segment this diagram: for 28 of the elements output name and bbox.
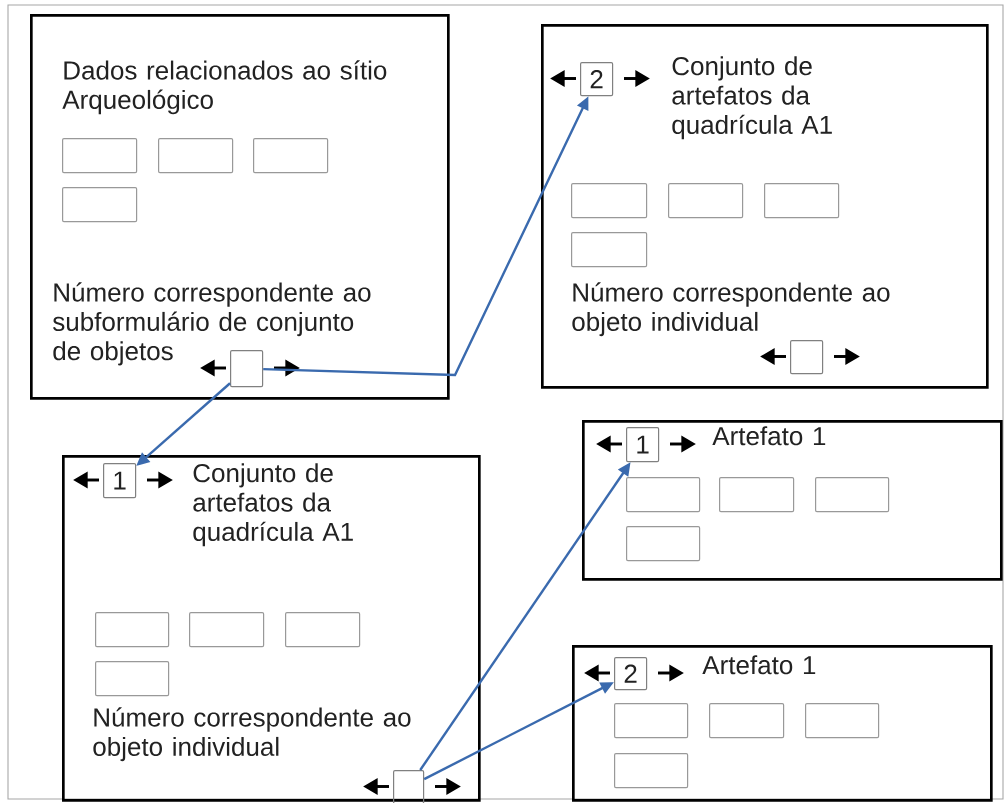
form-panel: Dados relacionados ao sítio Arqueológico Número correspondente ao subformulário de conjunto de objetos [30, 14, 450, 400]
input-field [668, 183, 744, 219]
input-field [189, 612, 265, 648]
input-field [285, 612, 361, 648]
input-field [614, 753, 689, 789]
input-field [571, 183, 648, 219]
input-field [62, 187, 138, 223]
input-field [626, 477, 701, 513]
input-field [805, 703, 880, 739]
input-field [62, 138, 138, 174]
number-box [393, 770, 425, 803]
input-field [571, 232, 648, 268]
input-field [764, 183, 840, 219]
number-box: 2 [580, 62, 614, 97]
number-box [790, 340, 824, 375]
number-box [230, 350, 264, 388]
input-field [626, 526, 701, 562]
input-field [709, 703, 785, 739]
input-field [95, 661, 170, 697]
number-box: 1 [626, 427, 660, 463]
input-field [719, 477, 795, 513]
input-field [253, 138, 329, 174]
number-box: 2 [614, 657, 648, 691]
input-field [614, 703, 689, 739]
input-field [158, 138, 234, 174]
number-box: 1 [103, 463, 137, 499]
input-field [815, 477, 890, 513]
input-field [95, 612, 170, 648]
